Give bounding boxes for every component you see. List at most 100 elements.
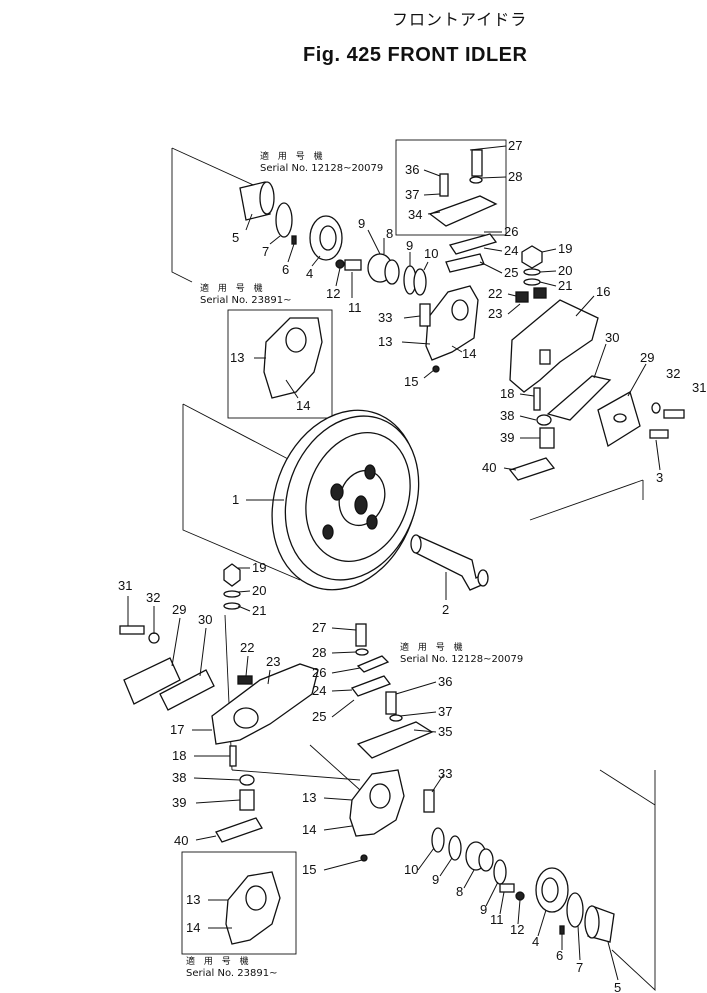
callout-31: 31 [118, 578, 132, 593]
callout-13: 13 [302, 790, 316, 805]
callout-22: 22 [488, 286, 502, 301]
callout-labels: 27 28 36 37 34 26 24 25 19 20 21 22 23 1… [118, 138, 706, 993]
callout-5: 5 [614, 980, 621, 993]
callout-7: 7 [262, 244, 269, 259]
inset-box-bottom [181, 851, 297, 955]
callout-23: 23 [488, 306, 502, 321]
callout-16: 16 [596, 284, 610, 299]
callout-39: 39 [500, 430, 514, 445]
callout-36: 36 [405, 162, 419, 177]
callout-26: 26 [312, 665, 326, 680]
callout-20: 20 [252, 583, 266, 598]
upper-parts [239, 149, 685, 481]
callout-11: 11 [490, 912, 504, 927]
callout-13: 13 [230, 350, 244, 365]
lower-parts [119, 563, 615, 943]
callout-13: 13 [186, 892, 200, 907]
callout-24: 24 [504, 243, 518, 258]
inset-bracket-top [263, 317, 323, 399]
callout-14: 14 [462, 346, 476, 361]
callout-33: 33 [378, 310, 392, 325]
callout-7: 7 [576, 960, 583, 975]
callout-9: 9 [358, 216, 365, 231]
inset-box-top [227, 309, 333, 419]
callout-9: 9 [432, 872, 439, 887]
inset-bracket-bottom [225, 871, 281, 945]
callout-14: 14 [186, 920, 200, 935]
callout-4: 4 [306, 266, 313, 281]
callout-28: 28 [312, 645, 326, 660]
callout-32: 32 [146, 590, 160, 605]
serial-note-jp: 適 用 号 機 [260, 152, 326, 162]
callout-36: 36 [438, 674, 452, 689]
callout-18: 18 [172, 748, 186, 763]
callout-11: 11 [348, 300, 362, 315]
callout-27: 27 [508, 138, 522, 153]
callout-21: 21 [558, 278, 572, 293]
callout-30: 30 [198, 612, 212, 627]
callout-14: 14 [296, 398, 310, 413]
serial-note-text: Serial No. 23891~ [200, 295, 292, 306]
callout-1: 1 [232, 492, 239, 507]
callout-2: 2 [442, 602, 449, 617]
callout-37: 37 [405, 187, 419, 202]
callout-31: 31 [692, 380, 706, 395]
callout-25: 25 [504, 265, 518, 280]
idler-wheel [271, 409, 420, 591]
callout-38: 38 [172, 770, 186, 785]
callout-39: 39 [172, 795, 186, 810]
diagram-title: Fig. 425 FRONT IDLER [303, 44, 528, 66]
callout-10: 10 [424, 246, 438, 261]
callout-8: 8 [386, 226, 393, 241]
callout-14: 14 [302, 822, 316, 837]
serial-note-top-left: 適 用 号 機 Serial No. 23891~ [200, 283, 291, 307]
callout-5: 5 [232, 230, 239, 245]
callout-17: 17 [170, 722, 184, 737]
callout-27: 27 [312, 620, 326, 635]
callout-21: 21 [252, 603, 266, 618]
callout-28: 28 [508, 169, 522, 184]
callout-33: 33 [438, 766, 452, 781]
serial-note-text: Serial No. 12128~20079 [400, 654, 524, 665]
callout-40: 40 [482, 460, 496, 475]
callout-13: 13 [378, 334, 392, 349]
callout-38: 38 [500, 408, 514, 423]
callout-15: 15 [404, 374, 418, 389]
serial-note-text: Serial No. 12128~20079 [260, 163, 384, 174]
callout-12: 12 [510, 922, 524, 937]
callout-6: 6 [556, 948, 563, 963]
callout-8: 8 [456, 884, 463, 899]
callout-10: 10 [404, 862, 418, 877]
idler-shaft [410, 534, 489, 591]
callout-3: 3 [656, 470, 663, 485]
callout-40: 40 [174, 833, 188, 848]
callout-34: 34 [408, 207, 422, 222]
callout-12: 12 [326, 286, 340, 301]
serial-note-jp: 適 用 号 機 [400, 643, 466, 653]
serial-note-bottom-left: 適 用 号 機 Serial No. 23891~ [186, 956, 277, 980]
callout-24: 24 [312, 683, 326, 698]
callout-6: 6 [282, 262, 289, 277]
callout-29: 29 [172, 602, 186, 617]
callout-19: 19 [558, 241, 572, 256]
callout-15: 15 [302, 862, 316, 877]
callout-29: 29 [640, 350, 654, 365]
callout-9: 9 [406, 238, 413, 253]
callout-25: 25 [312, 709, 326, 724]
callout-35: 35 [438, 724, 452, 739]
callout-23: 23 [266, 654, 280, 669]
serial-note-top-right: 適 用 号 機 Serial No. 12128~20079 [260, 151, 383, 175]
leader-lines [127, 145, 661, 981]
diagram-title-japanese: フロントアイドラ [392, 10, 528, 29]
callout-22: 22 [240, 640, 254, 655]
serial-note-jp: 適 用 号 機 [186, 957, 252, 967]
callout-20: 20 [558, 263, 572, 278]
callout-30: 30 [605, 330, 619, 345]
callout-37: 37 [438, 704, 452, 719]
serial-note-bottom-mid: 適 用 号 機 Serial No. 12128~20079 [400, 642, 523, 666]
callout-32: 32 [666, 366, 680, 381]
callout-4: 4 [532, 934, 539, 949]
serial-note-text: Serial No. 23891~ [186, 968, 278, 979]
callout-9: 9 [480, 902, 487, 917]
